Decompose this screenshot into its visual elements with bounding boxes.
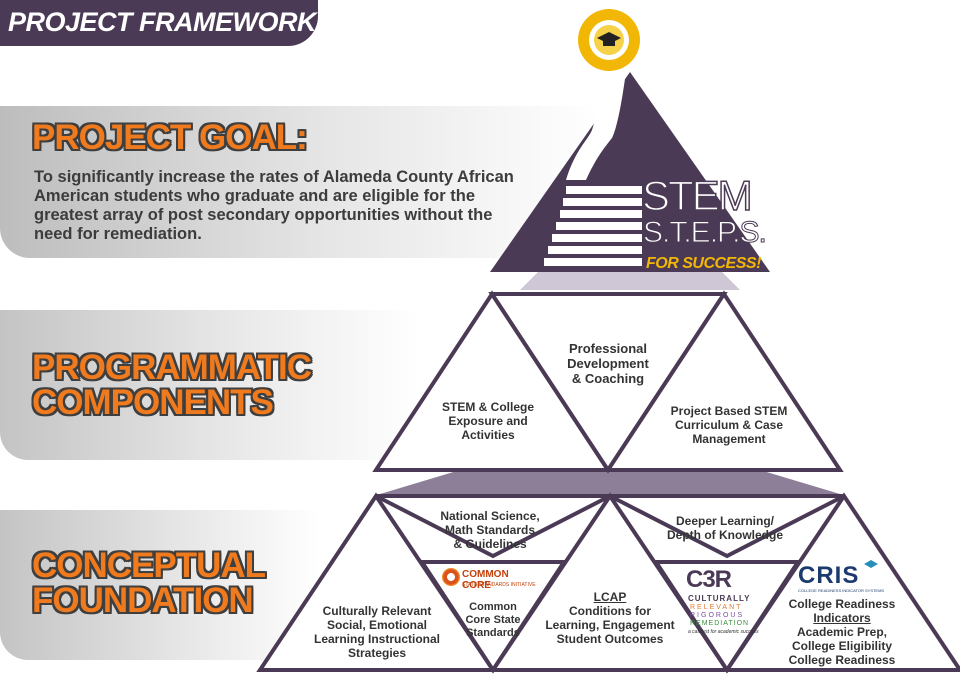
conc-top-left-line: Math Standards <box>444 523 535 537</box>
lcap-title: LCAP <box>593 590 627 604</box>
lcap-label: LCAP Conditions for Learning, Engagement… <box>535 590 685 646</box>
prog-left-label: STEM & College Exposure and Activities <box>418 400 558 442</box>
conc-top-left-line: & Guidelines <box>453 537 527 551</box>
stem-logo: STEM <box>641 171 753 220</box>
goal-title: PROJECT GOAL: <box>32 118 308 157</box>
cris-label: College Readiness Indicators Academic Pr… <box>778 597 906 667</box>
c3r-line: REMEDIATION <box>690 620 750 627</box>
conc-top-right <box>609 494 845 559</box>
prog-right-triangle <box>604 290 844 472</box>
conc-cris <box>723 492 960 672</box>
graduation-cap-icon <box>864 560 878 568</box>
connector-middle <box>380 470 840 494</box>
c3r-line: RIGOROUS <box>690 612 745 619</box>
lcap-line: Conditions for <box>569 604 651 618</box>
c3r-line: CULTURALLY <box>688 594 751 603</box>
sun-icon <box>578 9 640 71</box>
conceptual-title-line1: CONCEPTUAL <box>32 546 266 585</box>
cris-line: Academic Prep, <box>796 625 888 639</box>
conceptual-title-line2: FOUNDATION <box>32 581 254 620</box>
cris-indicators: Indicators <box>813 611 871 625</box>
conc-top-right-line: Deeper Learning/ <box>675 514 775 528</box>
common-core-line: Common <box>469 601 517 613</box>
common-core-line: Core State <box>465 614 521 626</box>
prog-right-line: Project Based STEM <box>670 404 788 418</box>
common-core-logo: COMMON CORE STATE STANDARDS INITIATIVE <box>440 566 540 596</box>
c3r-tagline: a catalyst for academic success <box>688 629 759 635</box>
prog-middle-line: & Coaching <box>571 371 645 386</box>
programmatic-title: PROGRAMMATIC COMPONENTS <box>32 348 312 422</box>
conceptual-band <box>0 510 320 660</box>
page-title: PROJECT FRAMEWORK <box>8 7 317 37</box>
stairs-icon <box>544 186 642 266</box>
conc-bottom-left-line: Culturally Relevant <box>322 604 432 618</box>
common-core-line: Standards <box>466 627 520 639</box>
success-logo: FOR SUCCESS! <box>646 255 761 272</box>
lcap-line: Learning, Engagement <box>545 618 675 632</box>
cris-logo-text: CRIS <box>798 562 860 589</box>
conc-top-right-line: Depth of Knowledge <box>667 528 783 542</box>
c3r-line: RELEVANT <box>690 604 743 611</box>
c3r-logo: C3R CULTURALLY RELEVANT RIGOROUS REMEDIA… <box>684 566 770 640</box>
cris-logo-sub: COLLEGE READINESS INDICATOR SYSTEMS <box>798 588 885 593</box>
programmatic-band <box>0 310 420 460</box>
conc-top-left-line: National Science, <box>440 509 540 523</box>
conc-bottom-left-line: Strategies <box>347 646 407 660</box>
cris-title: College Readiness <box>788 597 896 611</box>
lcap-line: Student Outcomes <box>556 632 664 646</box>
prog-right-line: Curriculum & Case <box>674 418 784 432</box>
header-banner: PROJECT FRAMEWORK <box>0 0 318 46</box>
prog-left-line: Activities <box>461 428 515 442</box>
prog-left-line: Exposure and <box>448 414 528 428</box>
goal-text: To significantly increase the rates of A… <box>34 168 514 243</box>
c3r-logo-text: C3R <box>686 566 732 593</box>
common-core-label: Common Core State Standards <box>453 601 533 640</box>
goal-band <box>0 106 600 258</box>
steps-logo: S.T.E.P.S. <box>643 216 768 250</box>
programmatic-title-line1: PROGRAMMATIC <box>32 348 312 387</box>
conceptual-tier <box>256 492 960 674</box>
connector-top <box>520 270 740 290</box>
conc-bottom-left-label: Culturally Relevant Social, Emotional Le… <box>300 604 454 660</box>
conceptual-title: CONCEPTUAL FOUNDATION <box>32 548 292 618</box>
common-core-logo-sub: STATE STANDARDS INITIATIVE <box>462 582 536 588</box>
prog-middle-line: Development <box>567 356 649 371</box>
conc-bottom-left-line: Learning Instructional <box>313 632 440 646</box>
conc-top-left <box>375 494 611 559</box>
cris-line: College Eligibility <box>791 639 892 653</box>
cris-logo: CRIS COLLEGE READINESS INDICATOR SYSTEMS <box>798 560 888 594</box>
programmatic-tier <box>372 290 844 474</box>
prog-middle-line: Professional <box>568 341 648 356</box>
prog-left-line: STEM & College <box>441 400 534 414</box>
common-core-logo-text: COMMON CORE <box>462 569 509 591</box>
cris-line: College Readiness <box>788 653 896 667</box>
conc-top-left-label: National Science, Math Standards & Guide… <box>420 509 560 551</box>
programmatic-title-line2: COMPONENTS <box>32 383 274 422</box>
graduate-figure-icon <box>566 70 626 180</box>
conc-bottom-left-line: Social, Emotional <box>326 618 428 632</box>
prog-right-line: Management <box>692 432 766 446</box>
prog-middle-label: Professional Development & Coaching <box>538 341 678 386</box>
prog-right-label: Project Based STEM Curriculum & Case Man… <box>654 404 804 446</box>
common-core-swirl-icon <box>442 568 460 586</box>
conc-top-right-label: Deeper Learning/ Depth of Knowledge <box>650 514 800 542</box>
